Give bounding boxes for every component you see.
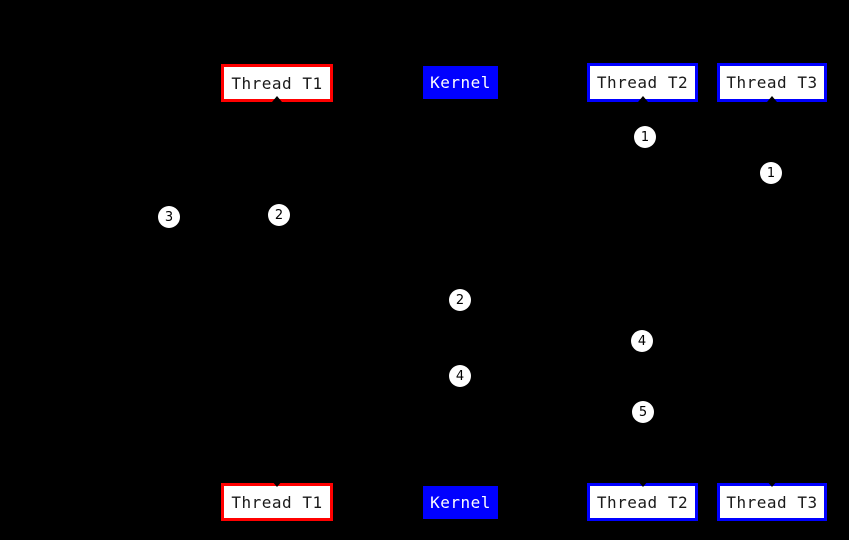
entity-box-thread-t2-bottom: Thread T2 bbox=[587, 483, 698, 521]
entity-box-kernel-top: Kernel bbox=[423, 66, 498, 99]
lifeline-notch-t2-top bbox=[638, 96, 648, 102]
step-marker-6: 4 bbox=[449, 365, 471, 387]
step-marker-8: 5 bbox=[632, 401, 654, 423]
lifeline-notch-t2-bottom bbox=[638, 481, 648, 487]
entity-box-thread-t1-bottom: Thread T1 bbox=[221, 483, 333, 521]
lifeline-notch-t1-bottom bbox=[272, 481, 282, 487]
entity-box-kernel-bottom: Kernel bbox=[423, 486, 498, 519]
entity-box-thread-t3-top: Thread T3 bbox=[717, 63, 827, 102]
lifeline-notch-t3-top bbox=[767, 96, 777, 102]
step-marker-4: 2 bbox=[268, 204, 290, 226]
step-marker-5: 2 bbox=[449, 289, 471, 311]
step-marker-1: 1 bbox=[634, 126, 656, 148]
entity-box-thread-t3-bottom: Thread T3 bbox=[717, 483, 827, 521]
lifeline-notch-t3-bottom bbox=[767, 481, 777, 487]
step-marker-7: 4 bbox=[631, 330, 653, 352]
step-marker-3: 3 bbox=[158, 206, 180, 228]
entity-box-thread-t1-top: Thread T1 bbox=[221, 64, 333, 102]
step-marker-2: 1 bbox=[760, 162, 782, 184]
lifeline-notch-t1-top bbox=[272, 96, 282, 102]
